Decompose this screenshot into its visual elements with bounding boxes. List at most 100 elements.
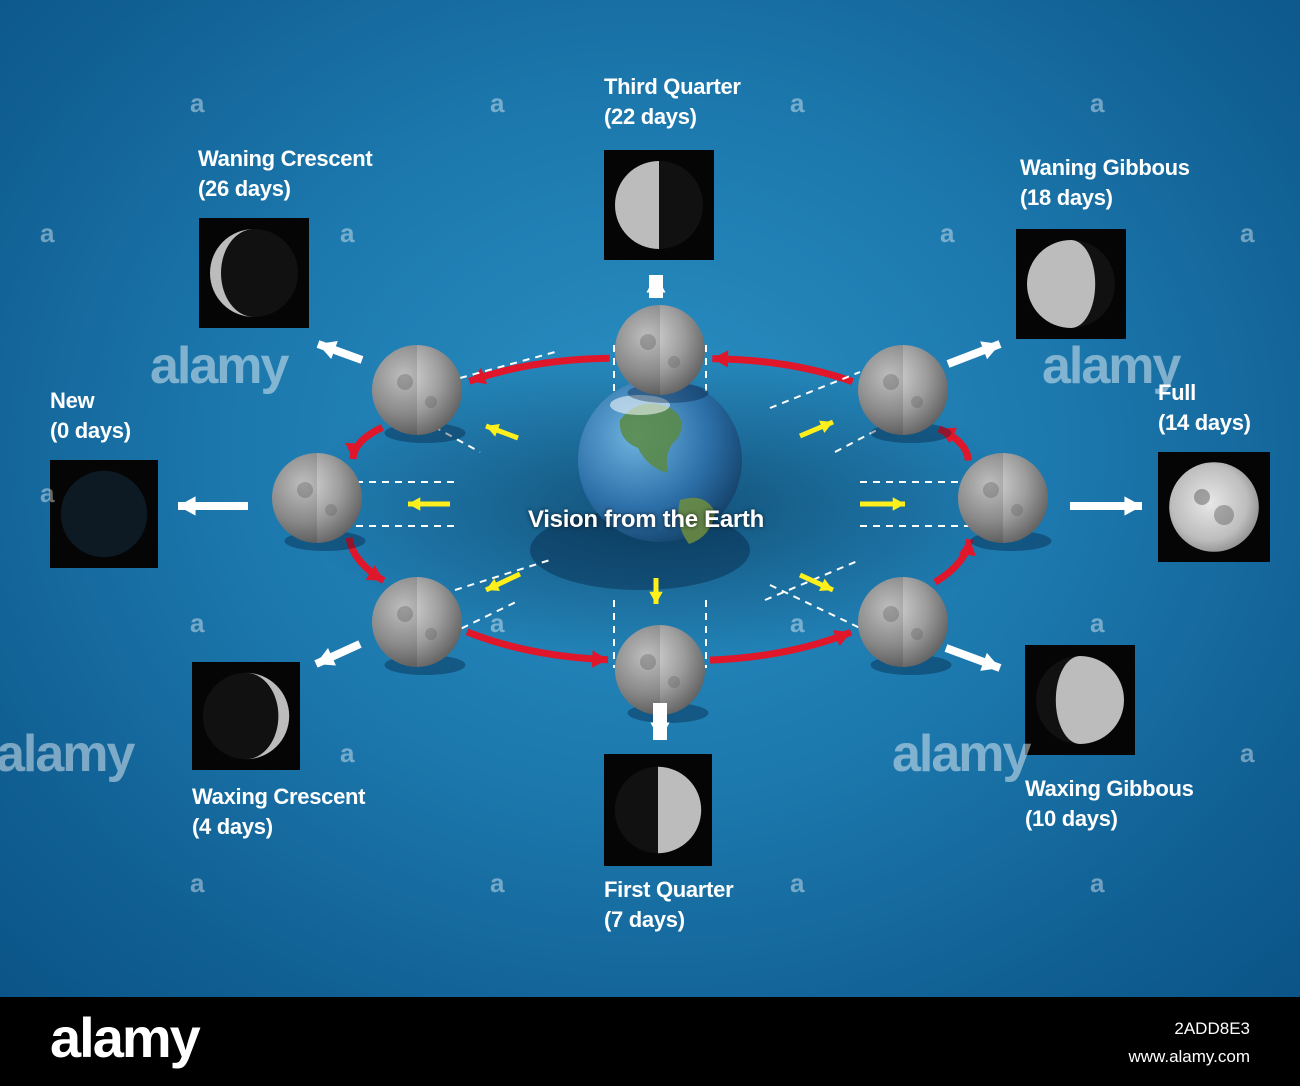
orbit-arrowhead (345, 442, 363, 460)
moon-dark-disk (60, 470, 148, 558)
watermark-mark: a (340, 218, 355, 248)
phase-photo-waxing-gibbous (1025, 645, 1135, 755)
moon-lit-part (246, 672, 290, 760)
orbit-arrowhead (833, 630, 852, 647)
outward-arrowhead (178, 496, 196, 516)
moon-sphere (958, 453, 1048, 543)
footer-info: 2ADD8E3 www.alamy.com (1128, 1015, 1250, 1071)
moon-crater (325, 504, 337, 516)
moon-crater (397, 606, 413, 622)
earth-clouds (610, 395, 670, 415)
moon-crater (397, 374, 413, 390)
label-first-quarter-days: (7 days) (604, 907, 685, 932)
view-arrowhead (486, 578, 500, 591)
moon-terminator (272, 453, 317, 543)
label-new: New (0 days) (50, 386, 131, 446)
moon-terminator (372, 577, 417, 667)
moon-sphere (372, 345, 462, 435)
earth-caption: Vision from the Earth (528, 506, 764, 533)
view-arrowhead (819, 578, 833, 592)
moon-crater (297, 482, 313, 498)
label-third-quarter: Third Quarter (22 days) (604, 72, 741, 132)
label-waxing-crescent-name: Waxing Crescent (192, 784, 366, 809)
moon-terminator (858, 345, 903, 435)
moon-crater (1011, 504, 1023, 516)
label-new-name: New (50, 388, 95, 413)
moon-terminator (615, 305, 660, 395)
moon-mare (1194, 489, 1210, 505)
label-waxing-gibbous: Waxing Gibbous (10 days) (1025, 774, 1194, 834)
orbit-arrowhead (958, 539, 976, 557)
label-waxing-gibbous-name: Waxing Gibbous (1025, 776, 1194, 801)
moon-sphere (615, 625, 705, 715)
watermark-logo: alamy (150, 337, 289, 395)
moon-sphere (372, 577, 462, 667)
moon-dark-disk (202, 672, 290, 760)
site-url: www.alamy.com (1128, 1047, 1250, 1066)
phase-photo-new (50, 460, 158, 568)
watermark-mark: a (1240, 738, 1255, 768)
moon-terminator (372, 345, 417, 435)
watermark-mark: a (190, 88, 205, 118)
moon-dark-disk (210, 229, 298, 317)
orbit-arrowhead (591, 650, 609, 668)
moon-phase-diagram (50, 150, 1259, 854)
moon-terminator (858, 577, 903, 667)
label-waning-crescent: Waning Crescent (26 days) (198, 144, 373, 204)
footer-bar: alamy 2ADD8E3 www.alamy.com (0, 997, 1300, 1086)
sight-line (454, 559, 551, 591)
moon-crater (883, 374, 899, 390)
moon-crater (640, 654, 656, 670)
moon-sphere (615, 305, 705, 395)
watermark-logo: alamy (0, 725, 135, 783)
label-waning-crescent-days: (26 days) (198, 176, 291, 201)
outward-arrowhead (318, 340, 338, 360)
moon-crater (883, 606, 899, 622)
orbit-arrowhead (939, 427, 957, 444)
moon-crater (425, 628, 437, 640)
sight-line (459, 351, 556, 379)
label-waning-gibbous-name: Waning Gibbous (1020, 155, 1190, 180)
moon-lit-part (210, 229, 254, 317)
label-third-quarter-days: (22 days) (604, 104, 697, 129)
moon-lit-part (1055, 656, 1124, 744)
moon-crater (911, 396, 923, 408)
moon-crater (425, 396, 437, 408)
sight-line (769, 371, 861, 409)
label-full: Full (14 days) (1158, 378, 1251, 438)
watermark-mark: a (40, 478, 55, 508)
watermark-mark: a (490, 88, 505, 118)
phase-photo-third-quarter (604, 150, 714, 260)
orbit-arrowhead (469, 367, 488, 385)
image-id: 2ADD8E3 (1174, 1019, 1250, 1038)
view-arrowhead (649, 591, 663, 604)
watermark-mark: a (790, 868, 805, 898)
moon-full-disk (1169, 462, 1259, 552)
orbit-arrowhead (712, 350, 729, 368)
label-first-quarter-name: First Quarter (604, 877, 734, 902)
earth-continent (678, 497, 715, 544)
label-first-quarter: First Quarter (7 days) (604, 875, 734, 935)
label-waning-gibbous: Waning Gibbous (18 days) (1020, 153, 1190, 213)
watermark-logo: alamy (1042, 337, 1181, 395)
label-waning-gibbous-days: (18 days) (1020, 185, 1113, 210)
outward-arrowhead (650, 722, 670, 740)
footer-logo: alamy (50, 1006, 201, 1069)
view-arrowhead (408, 497, 421, 511)
label-waxing-crescent-days: (4 days) (192, 814, 273, 839)
earth-continent (619, 403, 682, 473)
watermark-mark: a (1090, 608, 1105, 638)
watermark-mark: a (340, 738, 355, 768)
watermark-mark: a (490, 868, 505, 898)
moon-crater (668, 356, 680, 368)
moon-crater (640, 334, 656, 350)
label-full-name: Full (1158, 380, 1196, 405)
outward-arrowhead (316, 648, 336, 666)
outward-arrowhead (646, 275, 666, 293)
moon-terminator (615, 625, 660, 715)
label-waxing-gibbous-days: (10 days) (1025, 806, 1118, 831)
watermark-mark: a (490, 608, 505, 638)
sight-line (834, 409, 916, 453)
watermark-mark: a (1090, 868, 1105, 898)
phase-photo-waxing-crescent (192, 662, 300, 770)
